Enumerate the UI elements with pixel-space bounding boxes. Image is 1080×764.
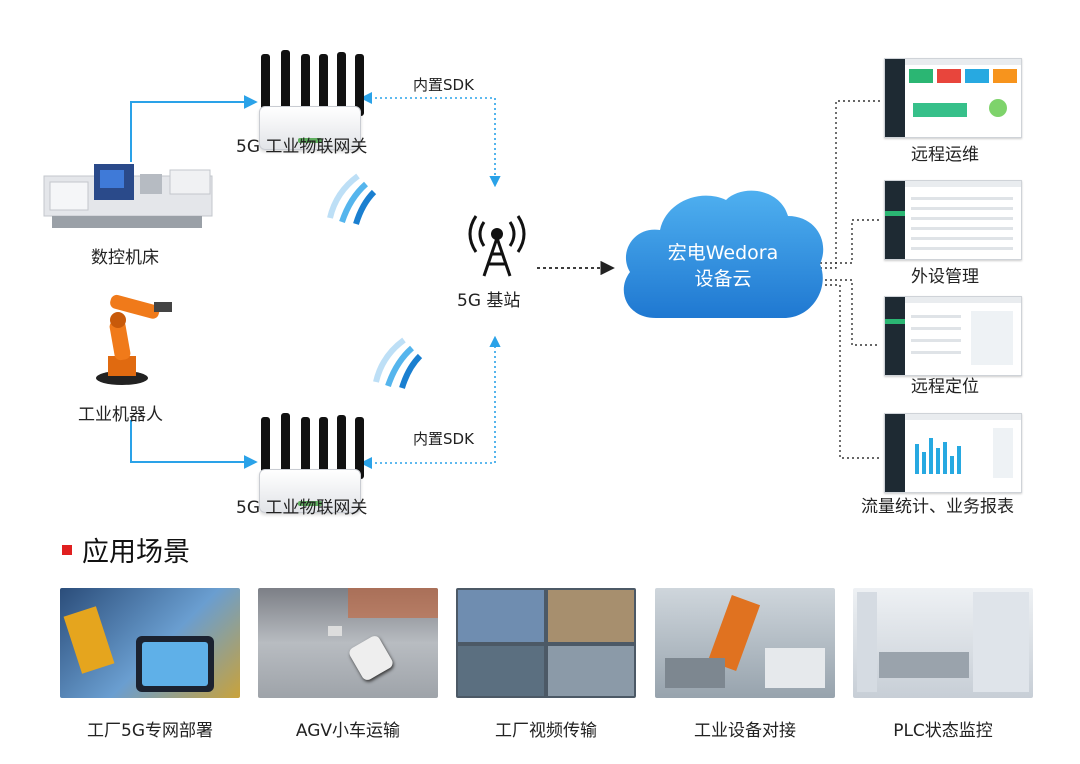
sdk-bottom-label: 内置SDK — [413, 430, 474, 448]
service-label-location: 远程定位 — [911, 377, 979, 397]
scenario-image-video — [456, 588, 636, 698]
service-label-remote-ops: 远程运维 — [911, 145, 979, 165]
sdk-top-label: 内置SDK — [413, 76, 474, 94]
service-label-traffic-report: 流量统计、业务报表 — [861, 497, 1014, 517]
cloud-to-services-lines — [820, 100, 880, 459]
scenario-image-equipment — [655, 588, 835, 698]
gateway-router-top — [251, 40, 369, 150]
cnc-machine-image — [43, 164, 213, 228]
base-station-tower-icon — [468, 215, 526, 277]
scenario-caption-1: 工厂5G专网部署 — [87, 721, 213, 741]
robot-to-gateway-line — [130, 420, 258, 469]
scenario-caption-4: 工业设备对接 — [694, 721, 796, 741]
wireless-waves-icon — [373, 337, 423, 389]
service-screen-location — [884, 296, 1022, 376]
service-label-peripherals: 外设管理 — [911, 267, 979, 287]
cloud-label: 宏电Wedora 设备云 — [616, 240, 830, 292]
section-title: 应用场景 — [82, 537, 190, 568]
sdk-top-dotted-link — [370, 97, 501, 188]
cnc-label: 数控机床 — [91, 248, 159, 268]
scenario-image-5g-network — [60, 588, 240, 698]
scenario-caption-3: 工厂视频传输 — [495, 721, 597, 741]
gateway-router-bottom — [251, 403, 369, 513]
robot-label: 工业机器人 — [78, 405, 163, 425]
cloud-label-line1: 宏电Wedora — [667, 242, 779, 264]
wireless-waves-icon — [327, 173, 377, 225]
station-label: 5G 基站 — [457, 291, 521, 311]
gateway-bottom-label: 5G 工业物联网关 — [236, 498, 368, 518]
sdk-bottom-dotted-link — [370, 335, 501, 464]
section-bullet — [62, 545, 72, 555]
scenario-image-plc — [853, 588, 1033, 698]
service-screen-peripherals — [884, 180, 1022, 260]
service-screen-traffic-report — [884, 413, 1022, 493]
scenario-caption-2: AGV小车运输 — [295, 721, 401, 741]
industrial-robot-image — [96, 294, 172, 385]
scenario-caption-5: PLC状态监控 — [893, 721, 993, 741]
gateway-top-label: 5G 工业物联网关 — [236, 137, 368, 157]
device-cloud-icon — [623, 190, 824, 318]
scenario-image-agv — [258, 588, 438, 698]
cnc-to-gateway-line — [130, 95, 258, 162]
cloud-label-line2: 设备云 — [694, 268, 752, 290]
service-screen-remote-ops — [884, 58, 1022, 138]
